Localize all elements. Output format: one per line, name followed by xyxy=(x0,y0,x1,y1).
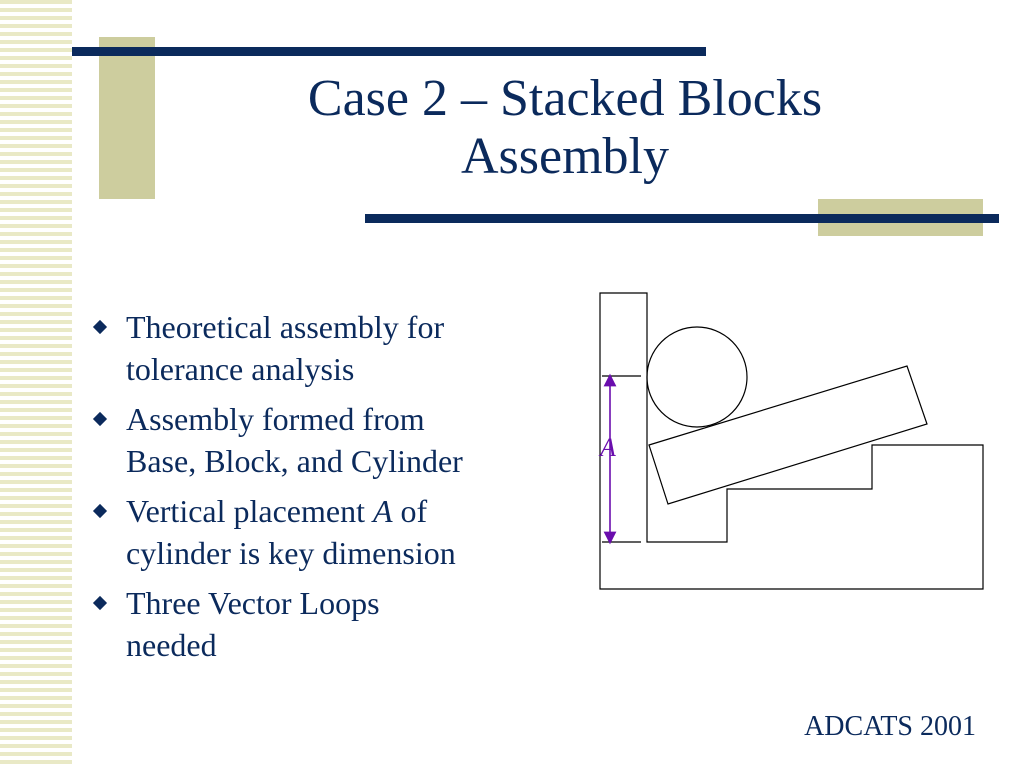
bullet-text-line1-italic: A xyxy=(372,493,393,529)
diamond-bullet-icon xyxy=(92,411,108,427)
bullet-list: Theoretical assembly for tolerance analy… xyxy=(90,306,560,674)
stacked-blocks-diagram: A xyxy=(598,292,984,590)
bullet-text-line2: needed xyxy=(126,627,217,663)
slide-title-line1: Case 2 – Stacked Blocks xyxy=(307,70,823,127)
bullet-text-line1-before: Vertical placement xyxy=(126,493,365,529)
bullet-text-line2: Base, Block, and Cylinder xyxy=(126,443,463,479)
inclined-block xyxy=(648,365,928,505)
bullet-item: Vertical placement A of cylinder is key … xyxy=(90,490,560,574)
base-outline xyxy=(599,292,984,590)
bullet-item: Theoretical assembly for tolerance analy… xyxy=(90,306,560,390)
diamond-bullet-icon xyxy=(92,595,108,611)
diamond-bullet-icon xyxy=(92,319,108,335)
title-bottom-rule xyxy=(365,214,999,223)
title-top-rule xyxy=(72,47,706,56)
bullet-text-line2: cylinder is key dimension xyxy=(126,535,456,571)
cylinder xyxy=(646,326,748,428)
title-tan-block-left xyxy=(99,37,155,199)
bullet-text-line1-after: of xyxy=(400,493,428,529)
slide-title: Case 2 – Stacked Blocks Assembly xyxy=(200,70,930,186)
bullet-text-line1: Three Vector Loops xyxy=(126,585,380,621)
slide-title-line2: Assembly xyxy=(461,128,669,185)
bullet-text-line2: tolerance analysis xyxy=(126,351,355,387)
bullet-item: Assembly formed from Base, Block, and Cy… xyxy=(90,398,560,482)
footer-text: ADCATS 2001 xyxy=(804,711,976,742)
bullet-text-line1: Theoretical assembly for xyxy=(126,309,445,345)
dimension-label: A xyxy=(598,433,616,462)
diamond-bullet-icon xyxy=(92,503,108,519)
bullet-text-line1: Assembly formed from xyxy=(126,401,425,437)
bullet-item: Three Vector Loops needed xyxy=(90,582,560,666)
left-stripe-decoration xyxy=(0,0,72,768)
